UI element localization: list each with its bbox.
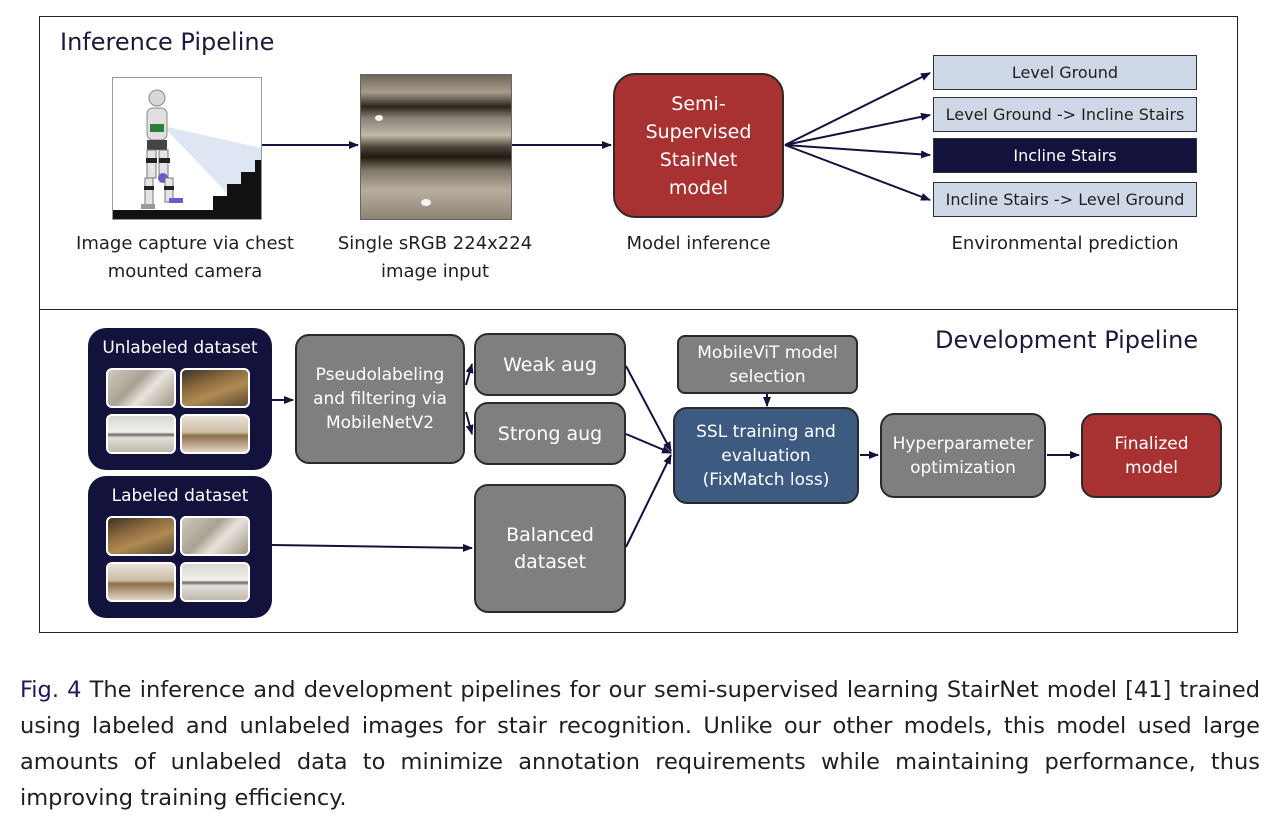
figure-label: Fig. 4 bbox=[20, 677, 82, 703]
ssl-training-label: SSL training and evaluation (FixMatch lo… bbox=[696, 421, 836, 490]
dataset-thumbnail bbox=[180, 562, 250, 602]
finalized-model-label: Finalized model bbox=[1114, 433, 1189, 478]
prediction-label: Incline Stairs -> Level Ground bbox=[945, 190, 1185, 209]
prediction-incline-to-level: Incline Stairs -> Level Ground bbox=[933, 182, 1197, 217]
development-panel bbox=[39, 309, 1238, 633]
dataset-thumbnail bbox=[180, 516, 250, 556]
ssl-training-box: SSL training and evaluation (FixMatch lo… bbox=[673, 407, 859, 504]
prediction-label: Level Ground -> Incline Stairs bbox=[945, 105, 1185, 124]
unlabeled-dataset: Unlabeled dataset bbox=[88, 328, 272, 470]
dataset-thumbnail bbox=[106, 368, 176, 408]
dataset-thumbnail bbox=[180, 414, 250, 454]
arrow-labeled-to-balanced bbox=[271, 543, 473, 552]
capture-caption: Image capture via chest mounted camera bbox=[76, 233, 294, 282]
balanced-dataset-label: Balanced dataset bbox=[506, 523, 594, 573]
weak-aug-box: Weak aug bbox=[474, 333, 626, 396]
dataset-thumbnail bbox=[106, 414, 176, 454]
model-caption: Model inference bbox=[626, 233, 771, 254]
mobilevit-box: MobileViT model selection bbox=[677, 335, 858, 394]
strong-aug-box: Strong aug bbox=[474, 402, 626, 465]
arrow-pseudo-to-weak bbox=[465, 363, 474, 386]
balanced-dataset-box: Balanced dataset bbox=[474, 484, 626, 613]
arrow-model-to-incline-level bbox=[784, 144, 931, 201]
unlabeled-dataset-label: Unlabeled dataset bbox=[102, 338, 258, 358]
arrow-balanced-to-ssl bbox=[625, 454, 672, 548]
dataset-thumbnail bbox=[106, 516, 176, 556]
stair-input-image bbox=[360, 74, 512, 220]
arrow-pseudo-to-strong bbox=[465, 411, 474, 435]
camera-capture-illustration bbox=[112, 77, 262, 220]
arrow-model-to-incline bbox=[784, 144, 931, 159]
input-caption: Single sRGB 224x224 image input bbox=[337, 233, 533, 282]
dataset-thumbnail bbox=[180, 368, 250, 408]
prediction-label: Incline Stairs bbox=[1013, 146, 1117, 165]
prediction-caption: Environmental prediction bbox=[951, 233, 1179, 254]
weak-aug-label: Weak aug bbox=[503, 353, 597, 376]
prediction-level-to-incline: Level Ground -> Incline Stairs bbox=[933, 97, 1197, 132]
pseudolabeling-box: Pseudolabeling and filtering via MobileN… bbox=[295, 334, 465, 464]
semi-supervised-stairnet-model: Semi-Supervised StairNet model bbox=[613, 73, 784, 218]
model-label: Semi-Supervised StairNet model bbox=[645, 92, 752, 199]
inference-title: Inference Pipeline bbox=[60, 28, 275, 56]
labeled-dataset: Labeled dataset bbox=[88, 476, 272, 618]
finalized-model-box: Finalized model bbox=[1081, 413, 1222, 498]
development-title: Development Pipeline bbox=[935, 326, 1199, 354]
figure-caption: Fig. 4 The inference and development pip… bbox=[20, 672, 1260, 816]
dataset-thumbnail bbox=[106, 562, 176, 602]
labeled-dataset-label: Labeled dataset bbox=[111, 486, 249, 506]
hyperparameter-label: Hyperparameter optimization bbox=[892, 433, 1034, 478]
walking-person-stairs-illustration bbox=[113, 89, 261, 219]
prediction-label: Level Ground bbox=[1011, 63, 1119, 82]
prediction-level-ground: Level Ground bbox=[933, 55, 1197, 90]
strong-aug-label: Strong aug bbox=[497, 422, 603, 445]
figure-caption-text: The inference and development pipelines … bbox=[20, 677, 1260, 811]
pseudolabeling-label: Pseudolabeling and filtering via MobileN… bbox=[313, 365, 447, 433]
mobilevit-label: MobileViT model selection bbox=[697, 342, 838, 387]
arrow-model-to-level-incline bbox=[784, 112, 931, 146]
arrow-weak-to-ssl bbox=[625, 365, 672, 452]
arrow-strong-to-ssl bbox=[625, 433, 672, 454]
prediction-incline-stairs-selected: Incline Stairs bbox=[933, 138, 1197, 173]
hyperparameter-box: Hyperparameter optimization bbox=[880, 413, 1046, 498]
arrow-model-to-level bbox=[784, 72, 931, 146]
